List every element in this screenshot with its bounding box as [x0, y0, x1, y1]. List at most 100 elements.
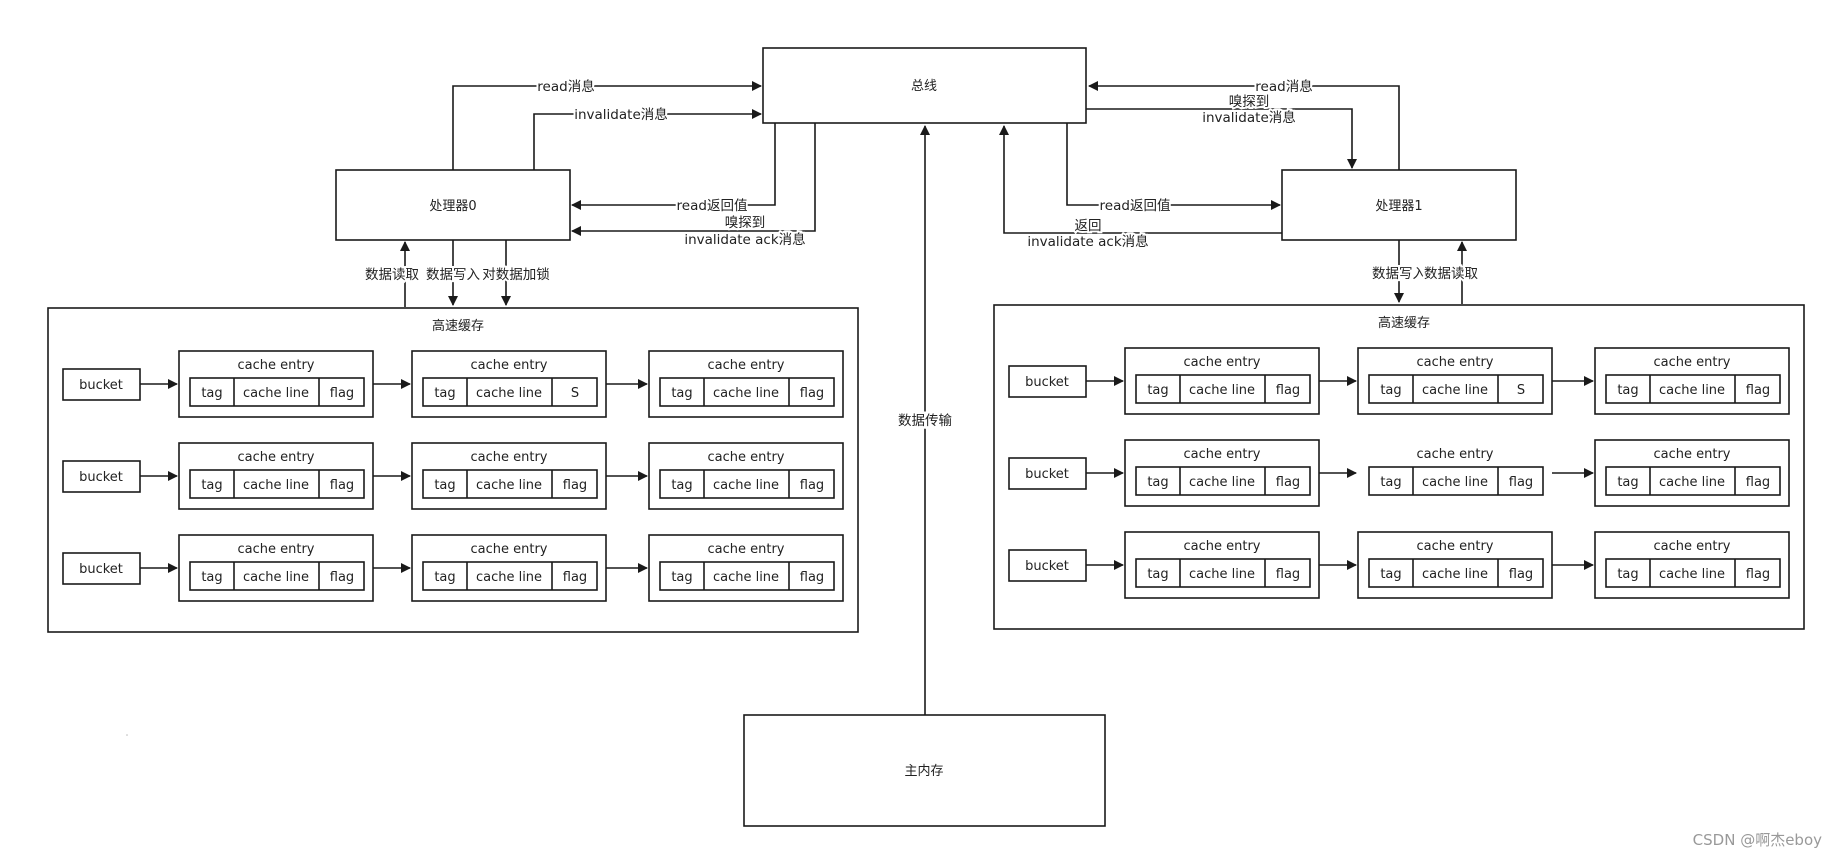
flag-field: flag: [800, 386, 824, 401]
cache-line-field: cache line: [243, 570, 309, 585]
decorative-dot: [126, 734, 128, 736]
cache-line-field: cache line: [1659, 383, 1725, 398]
cache-entry-label: cache entry: [1653, 355, 1730, 370]
entry-fields: [1605, 466, 1781, 496]
cache-entry-label: cache entry: [707, 450, 784, 465]
cache-entry-label: cache entry: [1653, 447, 1730, 462]
flag-field: flag: [1509, 567, 1533, 582]
cache-entry-label: cache entry: [237, 542, 314, 557]
flag-field: flag: [330, 570, 354, 585]
p0-snoop-ack-arrow: [571, 123, 816, 236]
p0-read-return-arrow: [571, 123, 776, 210]
flag-field: flag: [1276, 475, 1300, 490]
flag-field: flag: [1746, 475, 1770, 490]
cache-line-field: cache line: [476, 570, 542, 585]
tag-field: tag: [201, 570, 222, 585]
cache-entry-label: cache entry: [237, 450, 314, 465]
cache-entry-label: cache entry: [470, 450, 547, 465]
tag-field: tag: [671, 386, 692, 401]
cache-entry-label: cache entry: [470, 358, 547, 373]
data-transfer-label: 数据传输: [898, 413, 952, 429]
entry-fields: [422, 469, 598, 499]
cache-line-field: cache line: [243, 386, 309, 401]
entry-fields: [1368, 466, 1544, 496]
cache-entry-label: cache entry: [237, 358, 314, 373]
flag-field: flag: [1276, 383, 1300, 398]
cache-entry-label: cache entry: [1416, 539, 1493, 554]
entry-fields: [659, 469, 835, 499]
p1-data-write-label: 数据写入: [1372, 266, 1426, 282]
p0-data-read-label: 数据读取: [365, 267, 419, 283]
p0-snoop-line1: 嗅探到: [725, 215, 766, 231]
cache-line-field: cache line: [1422, 475, 1488, 490]
entry-fields: [1135, 374, 1311, 404]
tag-field: tag: [671, 478, 692, 493]
entry-fields: [189, 469, 365, 499]
tag-field: tag: [1617, 475, 1638, 490]
cache-line-field: cache line: [713, 570, 779, 585]
entry-fields: [1368, 374, 1544, 404]
tag-field: tag: [201, 386, 222, 401]
tag-field: tag: [1380, 567, 1401, 582]
bucket-box: [62, 368, 141, 401]
tag-field: tag: [1147, 475, 1168, 490]
flag-field: flag: [1746, 567, 1770, 582]
cache-line-field: cache line: [1422, 383, 1488, 398]
processor1-node: 处理器1: [1281, 169, 1517, 241]
tag-field: tag: [1380, 475, 1401, 490]
entry-fields: [189, 377, 365, 407]
entry-fields: [189, 561, 365, 591]
cache-line-field: cache line: [243, 478, 309, 493]
processor0-node: 处理器0: [335, 169, 571, 241]
flag-field: flag: [800, 478, 824, 493]
cache-line-field: cache line: [1659, 475, 1725, 490]
tag-field: tag: [1147, 567, 1168, 582]
bus-node: 总线: [762, 47, 1087, 124]
p1-data-read-label: 数据读取: [1424, 266, 1478, 282]
flag-field: flag: [800, 570, 824, 585]
flag-field: flag: [563, 478, 587, 493]
tag-field: tag: [1147, 383, 1168, 398]
bucket-label: bucket: [1025, 467, 1069, 482]
cache1-title: 高速缓存: [1378, 315, 1430, 331]
entry-fields: [1605, 374, 1781, 404]
p1-ack-arrow: [999, 125, 1282, 234]
tag-field: tag: [1617, 383, 1638, 398]
entry-fields: [659, 377, 835, 407]
p1-snoop-line1: 嗅探到: [1229, 94, 1270, 110]
entry-fields: [1605, 558, 1781, 588]
p1-read-label: read消息: [1255, 78, 1312, 95]
p1-snoop-line2: invalidate消息: [1202, 109, 1296, 126]
cache-entry-label: cache entry: [1183, 539, 1260, 554]
flag-field: flag: [1276, 567, 1300, 582]
p0-snoop-line2: invalidate ack消息: [684, 231, 805, 248]
p1-read-return-label: read返回值: [1100, 198, 1171, 214]
entry-fields: [422, 377, 598, 407]
p0-invalidate-label: invalidate消息: [574, 106, 668, 123]
main-memory-node: 主内存: [743, 714, 1106, 827]
bucket-label: bucket: [79, 470, 123, 485]
cache-line-field: cache line: [1189, 383, 1255, 398]
flag-field: flag: [1746, 383, 1770, 398]
tag-field: tag: [434, 386, 455, 401]
cache-line-field: cache line: [1189, 475, 1255, 490]
flag-field: flag: [1509, 475, 1533, 490]
flag-field: flag: [330, 478, 354, 493]
p1-ack-line1: 返回: [1075, 218, 1102, 234]
